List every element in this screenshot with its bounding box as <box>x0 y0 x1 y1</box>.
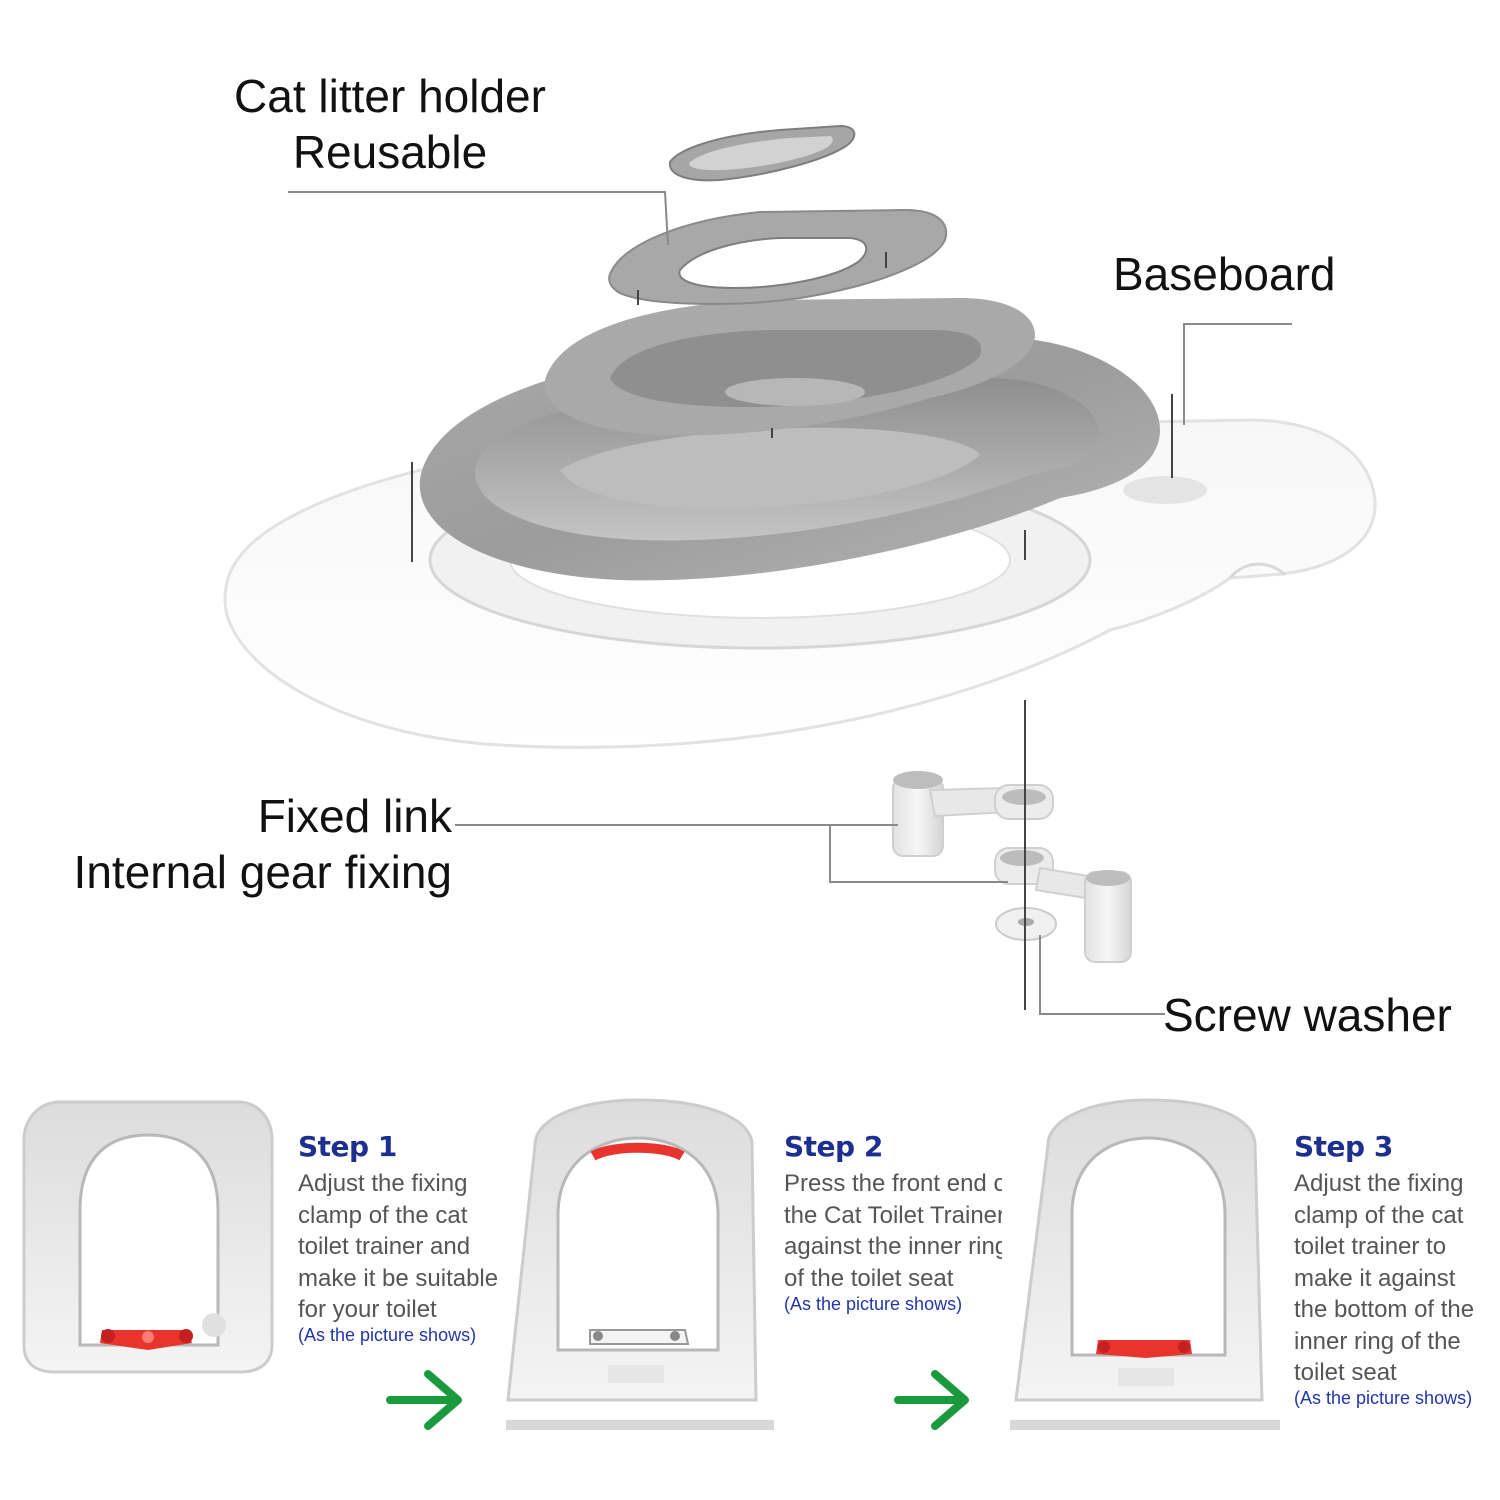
litter-holder-label: Cat litter holder Reusable <box>210 68 570 180</box>
step3-text: Adjust the fixing clamp of the cat toile… <box>1294 1168 1494 1389</box>
baseboard-label: Baseboard <box>1113 248 1336 300</box>
fixed-link-label-line2: Internal gear fixing <box>73 846 452 898</box>
leader-lines <box>288 191 1292 1015</box>
litter-holder-label-line1: Cat litter holder <box>234 70 546 122</box>
step2-title: Step 2 <box>784 1130 883 1163</box>
step1-line: toilet trainer and <box>298 1233 471 1260</box>
step3-seat-illustration <box>1010 1098 1280 1430</box>
step1-seat-illustration <box>22 1100 274 1374</box>
step1-note: (As the picture shows) <box>298 1325 477 1345</box>
step2-line: of the toilet seat <box>784 1264 954 1292</box>
step3-line: clamp of the cat <box>1294 1201 1464 1229</box>
step1-text: Adjust the fixing clamp of the cat toile… <box>298 1168 510 1326</box>
step3-line: make it against <box>1294 1264 1456 1292</box>
screw-washer-label: Screw washer <box>1163 989 1452 1041</box>
step3-line: inner ring of the <box>1294 1327 1461 1355</box>
step3-title: Step 3 <box>1294 1130 1393 1163</box>
step2-line: Press the front end of <box>784 1170 1002 1197</box>
fixed-link-label: Fixed link Internal gear fixing <box>20 788 452 900</box>
step-arrow-icon <box>894 1370 969 1430</box>
step2-note: (As the picture shows) <box>784 1294 963 1314</box>
middle-ring-part <box>544 298 1035 436</box>
step2-line: against the inner ring <box>784 1233 1002 1260</box>
assembly-lines <box>411 252 1173 1010</box>
litter-holder-label-line2: Reusable <box>292 126 488 178</box>
step1-line: Adjust the fixing <box>298 1170 468 1197</box>
step1-line: for your toilet <box>298 1296 437 1323</box>
fixed-link-label-line1: Fixed link <box>257 790 452 842</box>
step1-line: make it be suitable <box>298 1264 499 1292</box>
step1-title: Step 1 <box>298 1130 397 1163</box>
frame-part <box>608 208 948 305</box>
step3-line: the bottom of the <box>1294 1296 1475 1323</box>
step3-line: toilet seat <box>1294 1359 1397 1386</box>
step-arrow-icon <box>386 1370 462 1430</box>
step2-line: the Cat Toilet Trainer <box>784 1201 1002 1229</box>
step2-text: Press the front end of the Cat Toilet Tr… <box>784 1168 1002 1294</box>
step3-note: (As the picture shows) <box>1294 1388 1473 1408</box>
fixed-link-part <box>892 771 1132 963</box>
step3-line: Adjust the fixing <box>1294 1170 1464 1197</box>
step1-line: clamp of the cat <box>298 1201 468 1229</box>
step2-seat-illustration <box>506 1098 774 1430</box>
step3-line: toilet trainer to <box>1294 1233 1447 1260</box>
litter-holder-part <box>668 124 856 182</box>
